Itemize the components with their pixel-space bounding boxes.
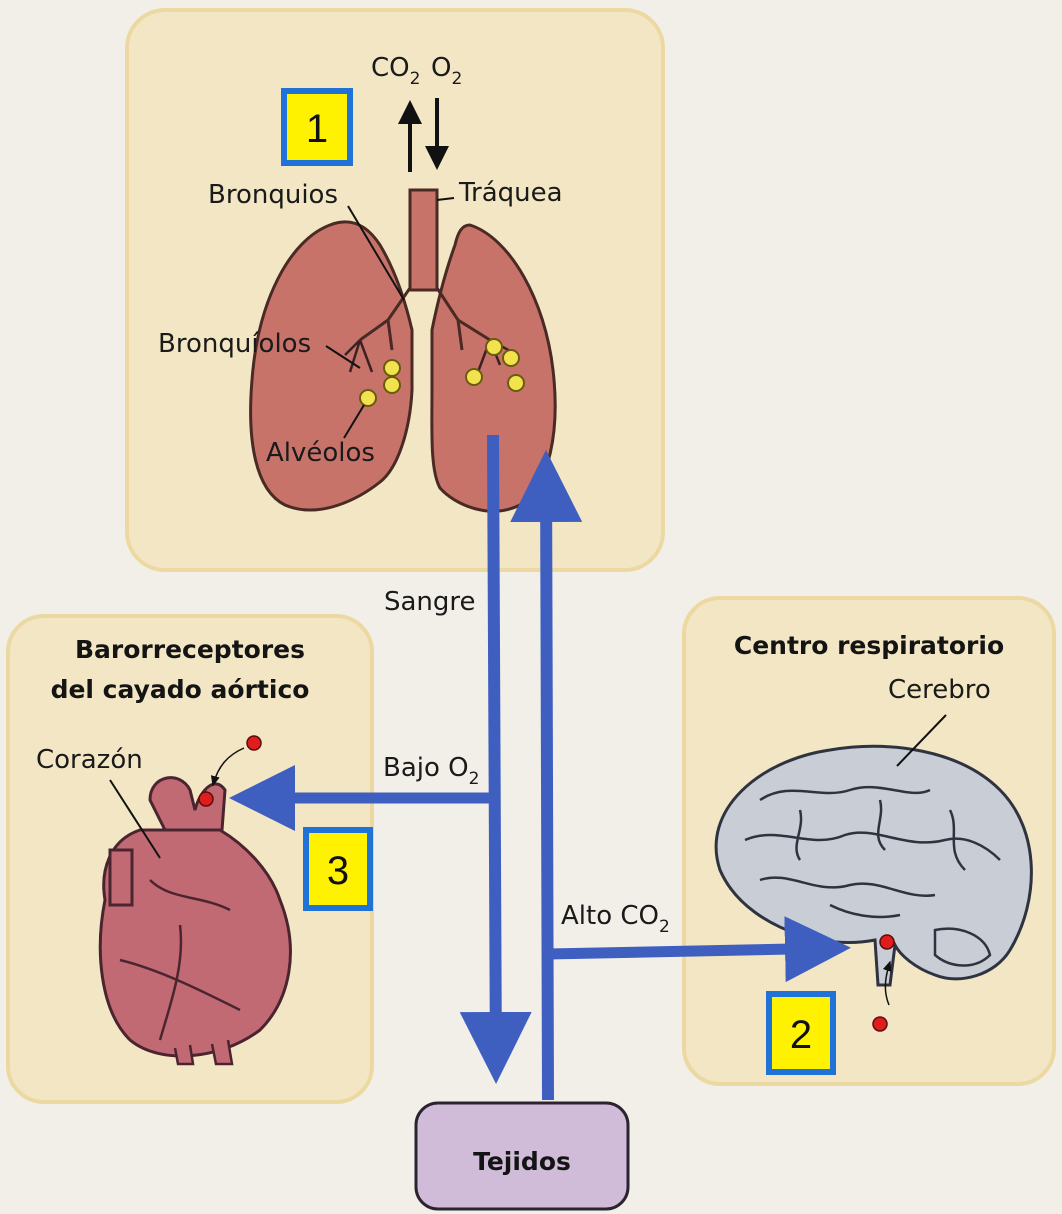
alveolus bbox=[486, 339, 502, 355]
marker-2: 2 bbox=[769, 994, 833, 1072]
svg-text:Alto CO2: Alto CO2 bbox=[561, 901, 670, 937]
blood-up-arrow bbox=[546, 462, 548, 1100]
alveolus bbox=[503, 350, 519, 366]
alveolus bbox=[384, 360, 400, 376]
alveolus bbox=[508, 375, 524, 391]
trachea bbox=[410, 190, 437, 290]
high-co2-arrow bbox=[548, 948, 840, 954]
baroreceptor-dot bbox=[199, 792, 213, 806]
centro-title: Centro respiratorio bbox=[734, 631, 1004, 660]
alveolus bbox=[466, 369, 482, 385]
baro-title-line1: Barorreceptores bbox=[75, 635, 305, 664]
superior-vena-cava bbox=[110, 850, 132, 905]
o2-label: O bbox=[431, 53, 451, 83]
svg-text:Bajo O2: Bajo O2 bbox=[383, 753, 479, 789]
alveolus bbox=[360, 390, 376, 406]
svg-text:2: 2 bbox=[790, 1013, 812, 1057]
baro-title-line2: del cayado aórtico bbox=[51, 675, 310, 704]
bronquios-label: Bronquios bbox=[208, 180, 338, 210]
cerebro-label: Cerebro bbox=[888, 675, 991, 705]
chemoreceptor-dot bbox=[880, 935, 894, 949]
alto-co2-label: Alto CO bbox=[561, 901, 659, 931]
alveolus bbox=[384, 377, 400, 393]
baroreceptor-dot-source bbox=[247, 736, 261, 750]
marker-3: 3 bbox=[306, 830, 370, 908]
svg-text:3: 3 bbox=[327, 849, 349, 893]
co2-label: CO bbox=[371, 53, 410, 83]
blood-down-arrow bbox=[493, 435, 496, 1072]
bajo-o2-label: Bajo O bbox=[383, 753, 469, 783]
chemoreceptor-dot-source bbox=[873, 1017, 887, 1031]
alveolos-label: Alvéolos bbox=[266, 438, 375, 468]
corazon-label: Corazón bbox=[36, 745, 143, 775]
sangre-label: Sangre bbox=[384, 587, 476, 617]
aortic-arch bbox=[150, 778, 225, 830]
tejidos-label: Tejidos bbox=[473, 1147, 571, 1176]
traquea-label: Tráquea bbox=[458, 178, 563, 208]
svg-text:1: 1 bbox=[306, 107, 328, 151]
marker-1: 1 bbox=[284, 91, 350, 163]
bronquiolos-label: Bronquíolos bbox=[158, 329, 311, 359]
